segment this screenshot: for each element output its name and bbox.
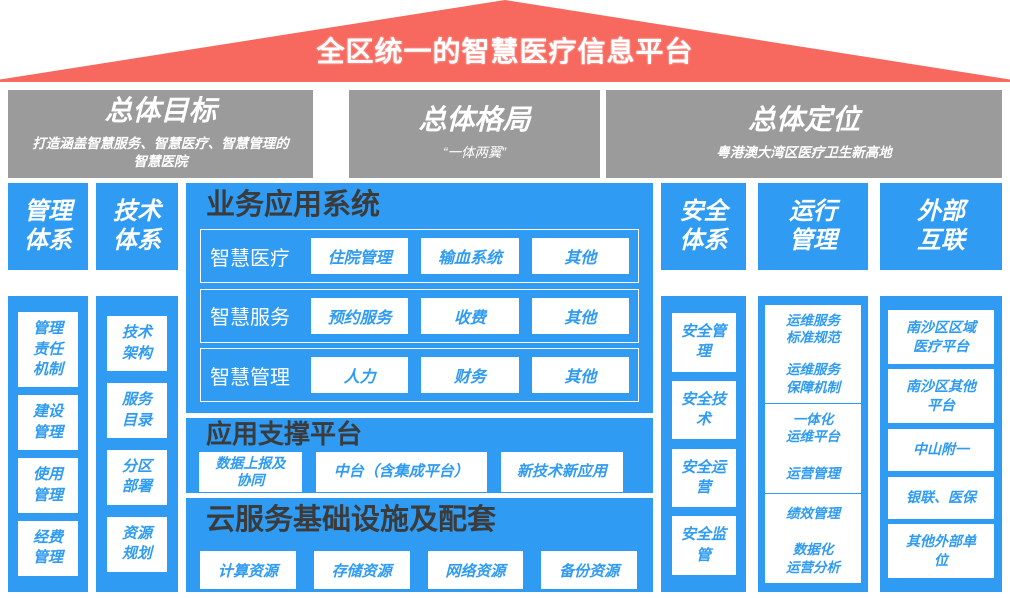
technical-item: 服务 目录 <box>107 383 167 438</box>
external-item: 其他外部单 位 <box>888 524 994 579</box>
main-body: 管理 体系 管理 责任 机制 建设 管理 使用 管理 经费 管理 技术 体系 技… <box>8 183 1002 592</box>
column-operations-management: 运行 管理 运维服务 标准规范 运维服务 保障机制 一体化 运维平台 运营管理 … <box>758 183 868 592</box>
cloud-item: 网络资源 <box>427 551 524 590</box>
biz-item: 其他 <box>531 297 629 334</box>
column-management-system: 管理 体系 管理 责任 机制 建设 管理 使用 管理 经费 管理 <box>8 183 88 592</box>
external-item: 银联、医保 <box>888 476 994 519</box>
cloud-items: 计算资源 存储资源 网络资源 备份资源 <box>186 537 653 590</box>
support-item: 数据上报及 协同 <box>199 451 302 492</box>
biz-item: 其他 <box>531 238 629 275</box>
overview-row: 总体目标 打造涵盖智慧服务、智慧医疗、智慧管理的 智慧医院 总体格局 “一体两翼… <box>8 90 1002 178</box>
cloud-item: 计算资源 <box>200 551 296 590</box>
overview-pattern-title: 总体格局 <box>418 104 531 136</box>
operations-item: 一体化 运维平台 <box>765 403 861 453</box>
column-technical-system: 技术 体系 技术 架构 服务 目录 分区 部署 资源 规划 <box>96 183 178 592</box>
business-application-panel: 业务应用系统 智慧医疗 住院管理 输血系统 其他 智慧服务 预约服务 收费 其他 <box>186 183 653 413</box>
technical-system-header: 技术 体系 <box>96 183 178 270</box>
biz-item: 收费 <box>421 297 519 334</box>
technical-item: 分区 部署 <box>107 450 167 505</box>
management-item: 经费 管理 <box>18 521 78 576</box>
platform-title: 全区统一的智慧医疗信息平台 <box>316 36 694 67</box>
column-external-interconnection: 外部 互联 南沙区区域 医疗平台 南沙区其他 平台 中山附一 银联、医保 其他外… <box>880 183 1002 592</box>
management-item: 建设 管理 <box>18 395 78 450</box>
overview-pattern-box: 总体格局 “一体两翼” <box>349 90 600 178</box>
security-item: 安全监 管 <box>671 516 736 575</box>
security-item: 安全技 术 <box>671 380 736 440</box>
biz-item: 人力 <box>311 357 409 393</box>
biz-item: 财务 <box>421 357 519 393</box>
external-item: 中山附一 <box>888 428 994 471</box>
security-item: 安全运 营 <box>671 448 736 508</box>
center-stack: 业务应用系统 智慧医疗 住院管理 输血系统 其他 智慧服务 预约服务 收费 其他 <box>186 183 653 592</box>
overview-goal-subtitle: 打造涵盖智慧服务、智慧医疗、智慧管理的 智慧医院 <box>32 136 289 170</box>
smart-service-label: 智慧服务 <box>210 307 290 330</box>
biz-item: 其他 <box>531 357 629 393</box>
smart-medical-label: 智慧医疗 <box>210 247 290 270</box>
biz-item: 预约服务 <box>311 297 409 334</box>
security-system-body: 安全管 理 安全技 术 安全运 营 安全监 管 <box>661 296 746 592</box>
external-item: 南沙区其他 平台 <box>888 369 994 424</box>
smart-management-row: 智慧管理 人力 财务 其他 <box>200 348 639 402</box>
operations-item: 运维服务 标准规范 <box>765 304 861 354</box>
application-support-title: 应用支撑平台 <box>206 419 363 449</box>
operations-management-body: 运维服务 标准规范 运维服务 保障机制 一体化 运维平台 运营管理 绩效管理 数… <box>758 296 868 592</box>
management-system-body: 管理 责任 机制 建设 管理 使用 管理 经费 管理 <box>8 296 88 592</box>
cloud-infrastructure-title: 云服务基础设施及配套 <box>206 504 497 536</box>
biz-item: 住院管理 <box>311 238 409 275</box>
cloud-infrastructure-panel: 云服务基础设施及配套 计算资源 存储资源 网络资源 备份资源 <box>186 498 653 592</box>
roof-banner: 全区统一的智慧医疗信息平台 <box>0 0 1010 82</box>
support-item: 新技术新应用 <box>500 451 623 492</box>
operations-item: 数据化 运营分析 <box>765 534 861 584</box>
support-item: 中台（含集成平台） <box>315 451 487 492</box>
security-system-header: 安全 体系 <box>661 183 746 270</box>
application-support-panel: 应用支撑平台 数据上报及 协同 中台（含集成平台） 新技术新应用 <box>186 418 653 493</box>
overview-goal-title: 总体目标 <box>104 95 217 127</box>
management-system-header: 管理 体系 <box>8 183 88 270</box>
smart-medical-row: 智慧医疗 住院管理 输血系统 其他 <box>200 229 639 284</box>
overview-positioning-box: 总体定位 粤港澳大湾区医疗卫生新高地 <box>606 90 1002 178</box>
external-item: 南沙区区域 医疗平台 <box>888 309 994 364</box>
operations-item: 运营管理 <box>765 453 861 494</box>
business-application-title: 业务应用系统 <box>206 189 381 221</box>
smart-management-label: 智慧管理 <box>210 366 290 389</box>
external-interconnection-body: 南沙区区域 医疗平台 南沙区其他 平台 中山附一 银联、医保 其他外部单 位 <box>880 296 1002 592</box>
operations-management-header: 运行 管理 <box>758 183 868 270</box>
overview-positioning-subtitle: 粤港澳大湾区医疗卫生新高地 <box>716 145 892 161</box>
biz-item: 输血系统 <box>421 238 519 275</box>
technical-item: 技术 架构 <box>107 316 167 371</box>
operations-item: 绩效管理 <box>765 493 861 534</box>
technical-system-body: 技术 架构 服务 目录 分区 部署 资源 规划 <box>96 296 178 592</box>
cloud-item: 备份资源 <box>541 551 637 590</box>
smart-service-row: 智慧服务 预约服务 收费 其他 <box>200 288 639 343</box>
operations-item: 运维服务 保障机制 <box>765 354 861 404</box>
technical-item: 资源 规划 <box>107 517 167 572</box>
management-item: 使用 管理 <box>18 458 78 513</box>
business-rows: 智慧医疗 住院管理 输血系统 其他 智慧服务 预约服务 收费 其他 智慧管理 人… <box>186 222 653 413</box>
column-security-system: 安全 体系 安全管 理 安全技 术 安全运 营 安全监 管 <box>661 183 746 592</box>
cloud-item: 存储资源 <box>313 551 410 590</box>
overview-positioning-title: 总体定位 <box>747 104 860 136</box>
management-item: 管理 责任 机制 <box>18 312 78 388</box>
overview-pattern-subtitle: “一体两翼” <box>443 145 506 161</box>
overview-goal-box: 总体目标 打造涵盖智慧服务、智慧医疗、智慧管理的 智慧医院 <box>8 90 313 178</box>
support-items: 数据上报及 协同 中台（含集成平台） 新技术新应用 <box>186 450 653 492</box>
external-interconnection-header: 外部 互联 <box>880 183 1002 270</box>
security-item: 安全管 理 <box>671 313 736 372</box>
